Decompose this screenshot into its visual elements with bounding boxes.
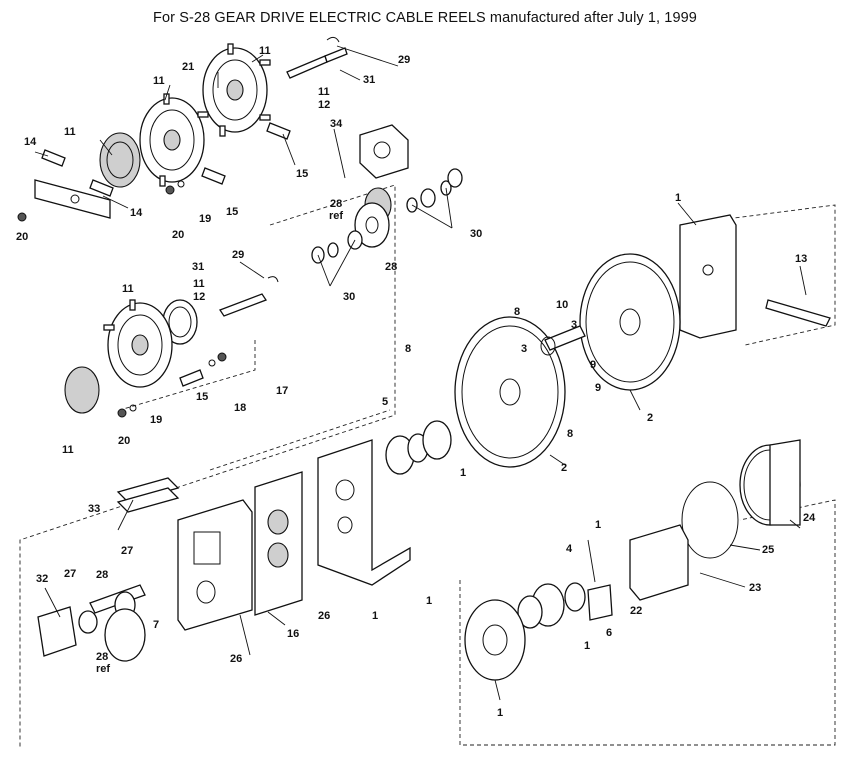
callout-label: 1 <box>426 595 432 607</box>
callout-label: 11 <box>122 283 134 295</box>
callout-label: 32 <box>36 573 48 585</box>
callout-label: 31 <box>363 74 375 86</box>
upper-brake-assembly <box>17 36 348 222</box>
dashed-group-outlines <box>19 184 836 748</box>
callout-label: 12 <box>318 99 330 111</box>
callout-label: 7 <box>153 619 159 631</box>
callout-label: 9 <box>590 359 596 371</box>
callout-label: 12 <box>193 291 205 303</box>
callout-label: 16 <box>287 628 299 640</box>
callout-label: 10 <box>556 299 568 311</box>
callout-label: 27 <box>64 568 76 580</box>
callout-label: 5 <box>382 396 388 408</box>
callout-label: 1 <box>675 192 681 204</box>
callout-label: 28 <box>96 569 108 581</box>
callout-labels: 11 29 21 31 11 11 12 14 11 34 15 14 20 2… <box>16 45 816 719</box>
callout-label: 2 <box>647 412 653 424</box>
gear-train-upper <box>311 124 463 264</box>
callout-label: 28 <box>385 261 397 273</box>
callout-label: 14 <box>130 207 143 219</box>
callout-label: 30 <box>343 291 355 303</box>
callout-label: 26 <box>230 653 242 665</box>
leader-lines <box>34 45 807 701</box>
callout-label: 11 <box>153 75 165 87</box>
callout-label: 3 <box>571 319 577 331</box>
callout-label: 28 <box>96 651 108 663</box>
callout-label: 1 <box>584 640 590 652</box>
callout-label: 11 <box>259 45 271 57</box>
callout-label: 3 <box>521 343 527 355</box>
callout-label: ref <box>96 663 110 675</box>
callout-label: 1 <box>372 610 378 622</box>
callout-label: 22 <box>630 605 642 617</box>
base-and-gearbox <box>37 420 452 662</box>
callout-label: 17 <box>276 385 288 397</box>
callout-label: 15 <box>296 168 308 180</box>
callout-label: 31 <box>192 261 204 273</box>
callout-label: 27 <box>121 545 133 557</box>
callout-label: 28 <box>330 198 342 210</box>
lower-brake-assembly <box>64 276 279 418</box>
callout-label: 8 <box>405 343 411 355</box>
callout-label: 25 <box>762 544 774 556</box>
callout-label: 24 <box>803 512 816 524</box>
callout-label: ref <box>329 210 343 222</box>
callout-label: 2 <box>561 462 567 474</box>
callout-label: 29 <box>398 54 410 66</box>
callout-label: 8 <box>514 306 520 318</box>
callout-label: 4 <box>566 543 573 555</box>
motor-assembly <box>464 439 801 681</box>
callout-label: 29 <box>232 249 244 261</box>
callout-label: 23 <box>749 582 761 594</box>
callout-label: 11 <box>64 126 76 138</box>
callout-label: 11 <box>62 444 74 456</box>
callout-label: 11 <box>193 278 205 290</box>
callout-label: 26 <box>318 610 330 622</box>
callout-label: 18 <box>234 402 246 414</box>
callout-label: 14 <box>24 136 37 148</box>
callout-label: 20 <box>172 229 184 241</box>
callout-label: 33 <box>88 503 100 515</box>
callout-label: 15 <box>226 206 238 218</box>
callout-label: 20 <box>118 435 130 447</box>
callout-label: 8 <box>567 428 573 440</box>
callout-label: 19 <box>199 213 211 225</box>
callout-label: 34 <box>330 118 343 130</box>
callout-label: 30 <box>470 228 482 240</box>
diagram-title: For S-28 GEAR DRIVE ELECTRIC CABLE REELS… <box>153 10 697 26</box>
callout-label: 21 <box>182 61 194 73</box>
callout-label: 13 <box>795 253 807 265</box>
callout-label: 15 <box>196 391 208 403</box>
callout-label: 1 <box>460 467 466 479</box>
callout-label: 20 <box>16 231 28 243</box>
callout-label: 1 <box>497 707 503 719</box>
callout-label: 6 <box>606 627 612 639</box>
callout-label: 19 <box>150 414 162 426</box>
callout-label: 9 <box>595 382 601 394</box>
callout-label: 11 <box>318 86 330 98</box>
callout-label: 1 <box>595 519 601 531</box>
reel-frame-right <box>454 214 831 468</box>
